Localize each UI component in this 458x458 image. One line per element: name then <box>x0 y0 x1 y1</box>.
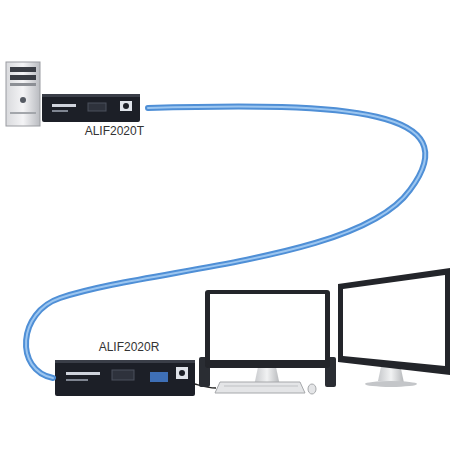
monitor <box>338 268 450 387</box>
device-node: ALIF2020T <box>40 92 148 138</box>
pc-tower <box>6 62 40 126</box>
cable-body <box>26 106 425 378</box>
device-label: ALIF2020T <box>40 124 144 138</box>
mouse <box>308 384 316 394</box>
cable-highlight <box>26 106 425 378</box>
monitor <box>205 290 330 390</box>
receiver-unit <box>55 360 195 396</box>
keyboard <box>215 382 305 393</box>
device-node: ALIF2020R <box>53 340 205 394</box>
cable <box>26 106 425 378</box>
transmitter-unit <box>42 94 140 122</box>
device-label: ALIF2020R <box>53 340 205 354</box>
